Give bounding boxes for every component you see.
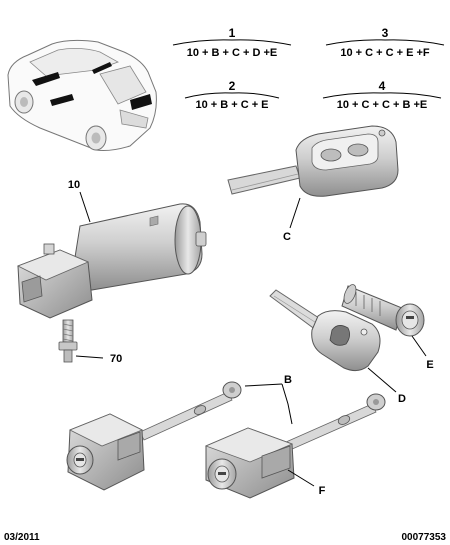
key-d [269, 289, 381, 372]
combination-formula: 10 + C + C + E +F [340, 47, 430, 59]
car-lock-marker [32, 72, 60, 86]
combination-2: 2 10 + B + C + E [184, 79, 280, 111]
lock-cylinder-e [341, 284, 425, 337]
leader-c [289, 197, 301, 229]
combination-formula: 10 + B + C + E [195, 99, 268, 111]
part-label-f: F [319, 485, 326, 497]
combination-3: 3 10 + C + C + E +F [325, 26, 445, 59]
leader-b-left [244, 383, 283, 387]
door-lock-left [66, 381, 242, 491]
leader-d [367, 367, 397, 393]
door-lock-right [204, 393, 386, 499]
combination-formula: 10 + C + C + B +E [337, 99, 428, 111]
footer-date: 03/2011 [4, 532, 40, 543]
combination-number: 3 [382, 26, 389, 40]
car-lock-marker [50, 94, 74, 106]
part-label-c: C [283, 231, 291, 243]
part-label-70: 70 [110, 353, 122, 365]
leader-e [411, 335, 427, 357]
part-label-b: B [284, 374, 292, 386]
part-label-e: E [426, 359, 433, 371]
footer-reference: 00077353 [402, 532, 447, 543]
combination-4: 4 10 + C + C + B +E [322, 79, 442, 111]
part-label-10: 10 [68, 179, 80, 191]
ignition-lock-10 [17, 203, 207, 319]
combination-number: 1 [229, 26, 236, 40]
screw-70 [58, 319, 78, 363]
remote-key-c [227, 125, 399, 197]
car-lock-marker [130, 94, 152, 110]
combination-formula: 10 + B + C + D +E [187, 47, 278, 59]
combination-1: 1 10 + B + C + D +E [172, 26, 292, 59]
combination-number: 4 [379, 79, 386, 93]
leader-b-right [281, 383, 293, 425]
leader-10 [79, 191, 91, 223]
part-label-d: D [398, 393, 406, 405]
leader-f [287, 469, 315, 487]
leader-70 [75, 355, 104, 359]
car-illustration [7, 39, 157, 151]
car-lock-marker [92, 62, 112, 74]
combination-number: 2 [229, 79, 236, 93]
